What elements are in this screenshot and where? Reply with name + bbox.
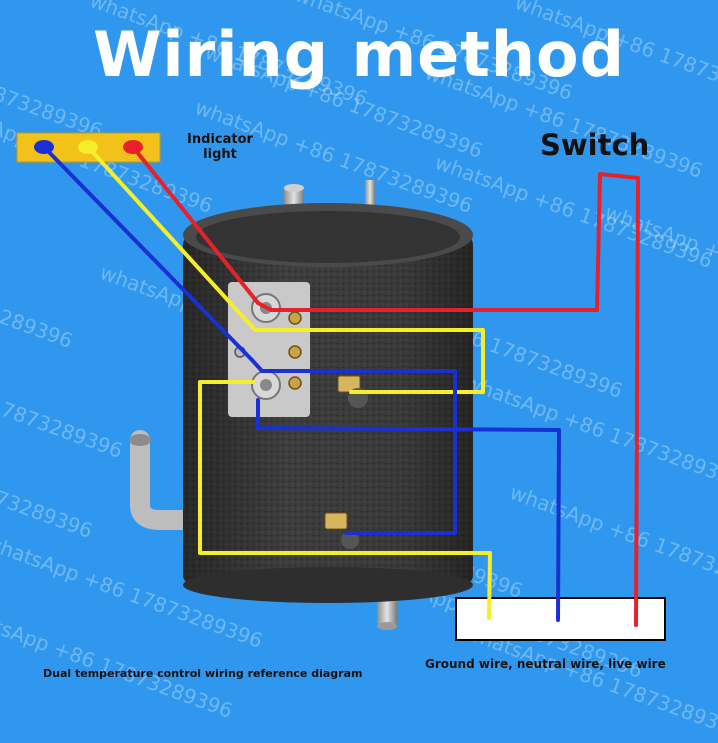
heating-element-port — [341, 531, 359, 549]
terminal-screw — [288, 376, 302, 390]
terminal-screw — [288, 345, 302, 359]
water-heater-tank — [129, 180, 473, 630]
terminal-screw — [288, 311, 302, 325]
wire-blue-neutral — [256, 398, 561, 622]
heating-element-terminal — [324, 512, 348, 530]
wiring-diagram — [16, 132, 666, 641]
switch-label: Switch — [540, 128, 650, 162]
top-rod — [365, 180, 375, 220]
wire-red-switch — [256, 172, 640, 627]
tank-top-inner — [196, 211, 460, 263]
side-inlet-pipe-end — [129, 434, 151, 446]
thermostat-lower-center — [260, 379, 272, 391]
top-pipe-end — [284, 184, 304, 192]
indicator-light-label: Indicator light — [187, 132, 253, 162]
terminal-caption: Ground wire, neutral wire, live wire — [425, 657, 666, 671]
wire-blue-indicator — [42, 145, 254, 362]
wire-yellow-indicator — [86, 145, 485, 394]
diagram-caption: Dual temperature control wiring referenc… — [43, 667, 363, 680]
wire-blue-loop — [250, 358, 457, 535]
wire-red-indicator — [131, 145, 260, 305]
bottom-outlet-pipe-end — [377, 622, 397, 630]
tank-bottom — [183, 567, 473, 603]
side-inlet-pipe — [130, 430, 210, 530]
page-title: Wiring method — [93, 18, 625, 91]
wire-yellow-ground — [198, 380, 492, 620]
